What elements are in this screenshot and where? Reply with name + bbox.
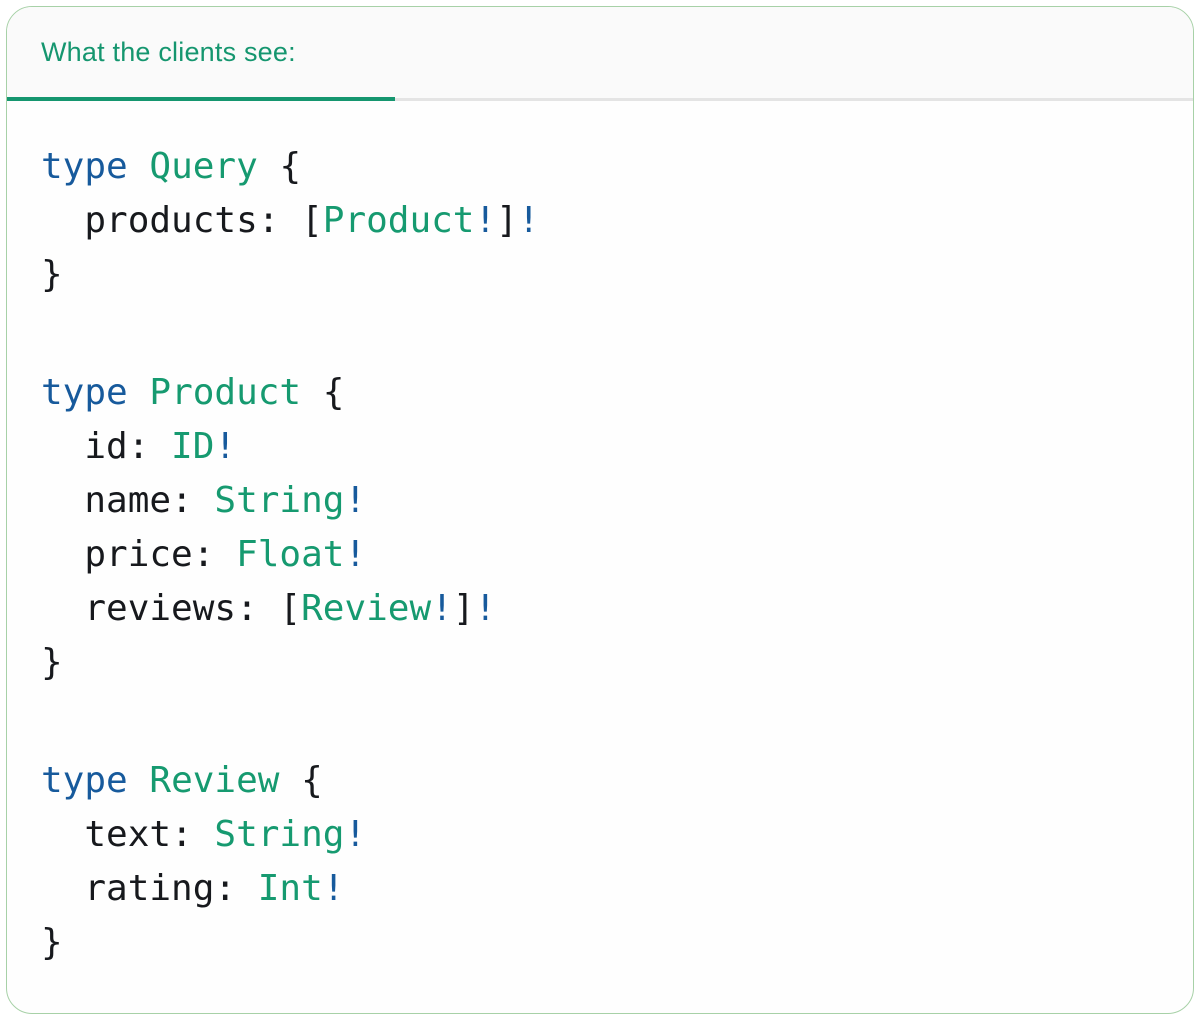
code-line: price: Float! [41,534,367,575]
tab-label: What the clients see: [41,37,296,67]
code-line: type Product { [41,372,345,413]
code-line: rating: Int! [41,868,345,909]
code-line: } [41,642,63,683]
code-line: reviews: [Review!]! [41,588,497,629]
code-line: type Review { [41,760,323,801]
tab-bar: What the clients see: [7,7,1193,101]
code-line: products: [Product!]! [41,200,540,241]
graphql-schema-code: type Query { products: [Product!]!}type … [41,140,1173,970]
code-block: type Query { products: [Product!]!} [41,140,1173,302]
schema-card: What the clients see: type Query { produ… [6,6,1194,1014]
code-block: type Product { id: ID! name: String! pri… [41,366,1173,690]
code-line: name: String! [41,480,367,521]
code-line: text: String! [41,814,367,855]
active-tab-indicator [7,97,395,101]
code-line: type Query { [41,146,302,187]
tab-clients-view[interactable]: What the clients see: [7,7,296,98]
code-panel: type Query { products: [Product!]!}type … [7,101,1193,970]
code-line: id: ID! [41,426,237,467]
code-line: } [41,922,63,963]
code-line: } [41,254,63,295]
code-block: type Review { text: String! rating: Int!… [41,754,1173,970]
